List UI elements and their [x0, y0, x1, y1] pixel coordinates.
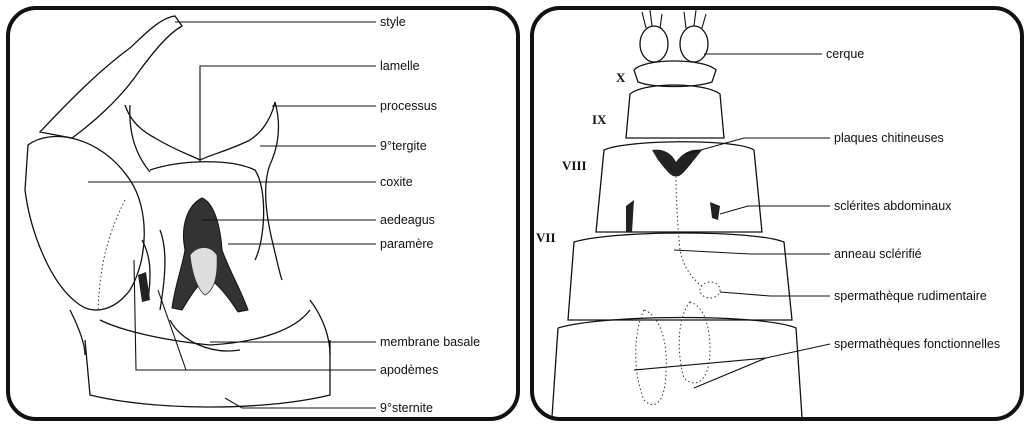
plaques-shape — [652, 150, 702, 177]
label-lamelle: lamelle — [380, 59, 420, 73]
label-processus: processus — [380, 99, 437, 113]
spermatheque-fonctionnelle-right — [679, 302, 710, 383]
style-shape — [40, 16, 182, 138]
male-genitalia-panel: style lamelle processus 9°tergite coxite… — [6, 6, 520, 421]
sternite-shape — [85, 340, 330, 407]
label-cerque: cerque — [826, 47, 864, 61]
label-aedeagus: aedeagus — [380, 213, 435, 227]
label-style: style — [380, 15, 406, 29]
label-spermatheques-fonctionnelles: spermathèques fonctionnelles — [834, 337, 1000, 351]
segment-ix-shape — [626, 85, 724, 138]
cerque-left — [640, 26, 668, 62]
cerque-right — [680, 26, 708, 62]
coxite-shape — [25, 137, 144, 310]
segment-x-shape — [634, 61, 716, 87]
sclerite-right — [710, 202, 720, 220]
female-genitalia-panel: X IX VIII VII cerque plaques chitineuses… — [530, 6, 1024, 421]
label-paramere: paramère — [380, 237, 434, 251]
label-coxite: coxite — [380, 175, 413, 189]
segment-label-vii: VII — [536, 230, 556, 245]
membrane-basale-shape — [100, 310, 310, 345]
label-plaques-chitineuses: plaques chitineuses — [834, 131, 944, 145]
segment-viii-shape — [596, 142, 762, 232]
label-membrane-basale: membrane basale — [380, 335, 480, 349]
sclerite-left — [626, 200, 634, 232]
segment-label-viii: VIII — [562, 158, 587, 173]
female-genitalia-drawing: X IX VIII VII cerque plaques chitineuses… — [534, 10, 1020, 417]
spermatheque-rudimentaire-shape — [700, 282, 720, 298]
label-anneau-sclerifie: anneau sclérifié — [834, 247, 922, 261]
segment-vii-shape — [568, 233, 792, 320]
segment-label-ix: IX — [592, 112, 607, 127]
spermatheque-fonctionnelle-left — [636, 310, 667, 405]
male-genitalia-drawing: style lamelle processus 9°tergite coxite… — [10, 10, 516, 417]
label-9-tergite: 9°tergite — [380, 139, 427, 153]
label-apodemes: apodèmes — [380, 363, 438, 377]
label-sclerites-abdominaux: sclérites abdominaux — [834, 199, 952, 213]
segment-label-x: X — [616, 70, 626, 85]
label-9-sternite: 9°sternite — [380, 401, 433, 415]
label-spermatheque-rudimentaire: spermathèque rudimentaire — [834, 289, 987, 303]
